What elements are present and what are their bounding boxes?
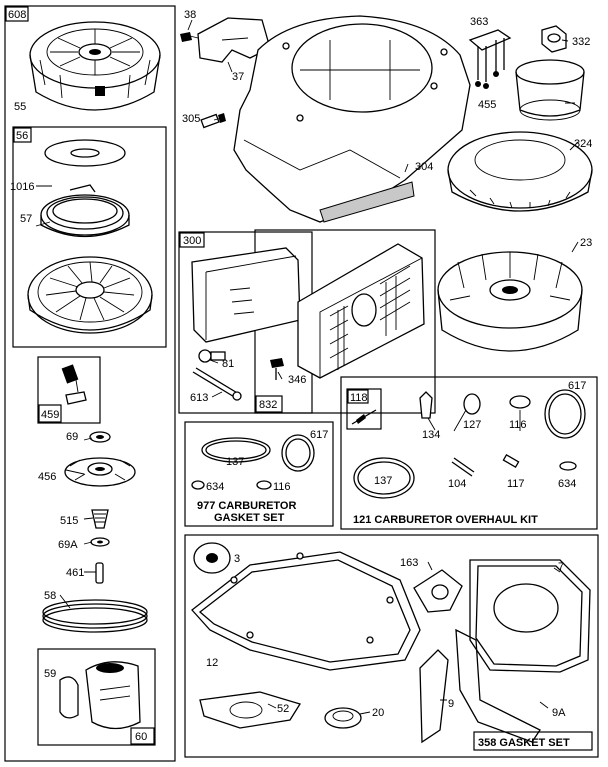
label-81: 81 xyxy=(222,358,234,370)
label-57: 57 xyxy=(20,213,32,225)
washer-drawing xyxy=(44,139,126,167)
box-118-inner xyxy=(346,388,382,430)
label-7: 7 xyxy=(558,561,564,573)
deflector-37-drawing xyxy=(197,17,271,63)
label-634b: 634 xyxy=(206,481,224,493)
washer-69a-drawing xyxy=(90,537,110,547)
label-1016: 1016 xyxy=(10,181,34,193)
label-12: 12 xyxy=(206,657,218,669)
panel-832-drawing xyxy=(297,243,425,379)
label-515: 515 xyxy=(60,515,78,527)
label-52: 52 xyxy=(277,703,289,715)
handle-drawing xyxy=(59,661,141,730)
label-832: 832 xyxy=(259,399,277,411)
box-56-starter-assembly xyxy=(12,126,167,348)
label-60: 60 xyxy=(135,731,147,743)
label-9a: 9A xyxy=(552,707,566,719)
carb-overhaul-parts-drawing xyxy=(351,389,586,499)
box-121-carb-overhaul-kit xyxy=(340,376,598,530)
label-20: 20 xyxy=(372,707,384,719)
label-617b: 617 xyxy=(310,429,328,441)
box-459-rope-handle xyxy=(37,356,101,424)
screw-38-drawing xyxy=(180,32,199,42)
kit-title-358: 358 GASKET SET xyxy=(478,737,570,749)
box-608-rewind-starter xyxy=(4,5,176,762)
leader-lines xyxy=(35,19,579,715)
pulley-drawing xyxy=(27,256,153,334)
label-117: 117 xyxy=(507,478,525,490)
label-23: 23 xyxy=(580,237,592,249)
label-59: 59 xyxy=(44,668,56,680)
label-118: 118 xyxy=(350,392,368,404)
label-163: 163 xyxy=(400,557,418,569)
label-137a: 137 xyxy=(374,475,392,487)
starter-housing-drawing xyxy=(29,21,161,111)
label-137b: 137 xyxy=(226,456,244,468)
label-363: 363 xyxy=(470,16,488,28)
label-617a: 617 xyxy=(568,380,586,392)
screw-346-drawing xyxy=(270,358,284,380)
label-613: 613 xyxy=(190,392,208,404)
label-55: 55 xyxy=(14,101,26,113)
label-38: 38 xyxy=(184,9,196,21)
air-cleaner-300-drawing xyxy=(191,247,301,343)
label-69: 69 xyxy=(66,431,78,443)
washer-69-drawing xyxy=(89,431,111,443)
cup-455-drawing xyxy=(515,59,585,121)
label-304: 304 xyxy=(415,161,433,173)
rope-handle-drawing xyxy=(61,364,87,405)
label-9: 9 xyxy=(448,698,454,710)
retainer-drawing xyxy=(64,457,136,487)
screw-305-drawing xyxy=(200,113,226,129)
nut-332-drawing xyxy=(541,25,567,53)
kit-title-121: 121 CARBURETOR OVERHAUL KIT xyxy=(353,514,538,526)
box-358-gasket-set xyxy=(184,534,599,758)
label-37: 37 xyxy=(232,71,244,83)
label-127: 127 xyxy=(463,419,481,431)
label-134: 134 xyxy=(422,429,440,441)
label-459: 459 xyxy=(41,409,59,421)
label-634a: 634 xyxy=(558,478,576,490)
blower-housing-drawing xyxy=(233,15,471,223)
label-461: 461 xyxy=(66,567,84,579)
carb-gasket-parts-drawing xyxy=(191,434,315,490)
label-346: 346 xyxy=(288,374,306,386)
label-608: 608 xyxy=(8,9,26,21)
box-977-carb-gasket-set xyxy=(184,421,334,527)
rope-drawing xyxy=(42,599,148,633)
kit-title-977-line1: 977 CARBURETOR xyxy=(197,500,296,512)
label-3: 3 xyxy=(234,553,240,565)
label-116a: 116 xyxy=(509,419,527,431)
label-104: 104 xyxy=(448,478,466,490)
label-324: 324 xyxy=(574,138,592,150)
label-116b: 116 xyxy=(273,481,291,493)
label-69a: 69A xyxy=(58,539,78,551)
rod-613-drawing xyxy=(192,367,242,401)
spring-515-drawing xyxy=(91,509,109,529)
flywheel-23-drawing xyxy=(437,251,583,352)
label-305: 305 xyxy=(182,113,200,125)
label-456: 456 xyxy=(38,471,56,483)
label-300: 300 xyxy=(183,235,201,247)
label-455: 455 xyxy=(478,99,496,111)
label-332: 332 xyxy=(572,36,590,48)
gasket-set-parts-drawing xyxy=(191,542,591,744)
pin-461-drawing xyxy=(95,562,104,584)
rewind-spring-drawing xyxy=(40,184,130,238)
box-59-60-handle xyxy=(37,648,156,746)
kit-title-977-line2: GASKET SET xyxy=(214,512,285,524)
bracket-363-drawing xyxy=(468,29,512,89)
grommet-81-drawing xyxy=(198,349,226,363)
label-58: 58 xyxy=(44,590,56,602)
label-56: 56 xyxy=(16,130,28,142)
screen-324-drawing xyxy=(447,131,593,212)
